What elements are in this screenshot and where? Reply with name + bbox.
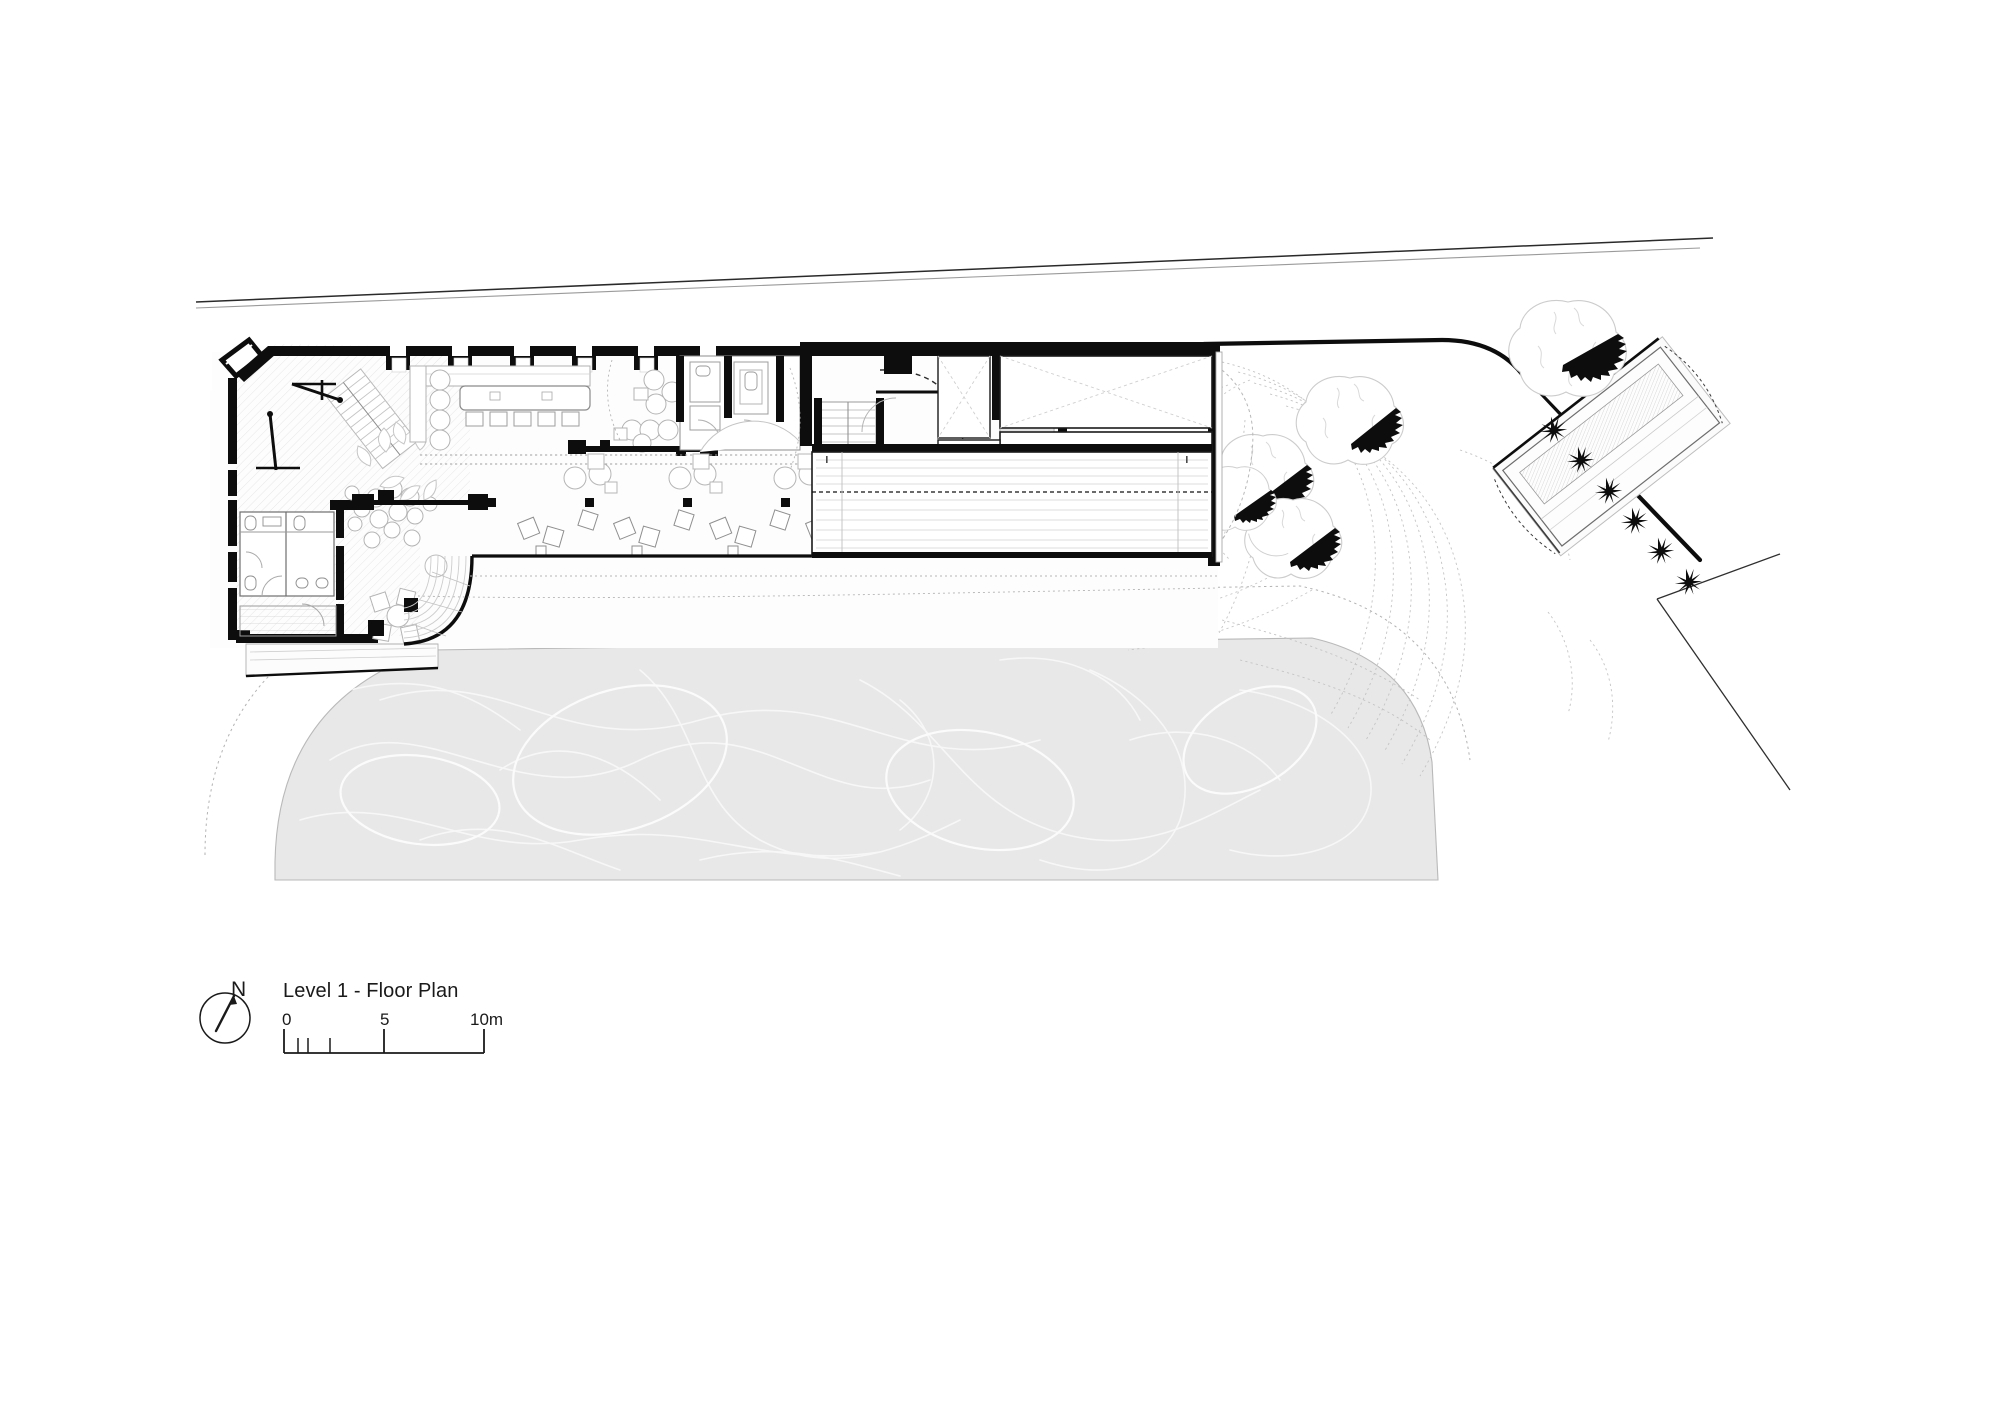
- path-planting-markers: [1539, 416, 1703, 595]
- service-kitchen-central: [676, 355, 801, 453]
- entry-steps-south: [245, 643, 439, 678]
- setout-dotted-lines: [417, 359, 1219, 599]
- west-partitions: [256, 380, 336, 470]
- back-of-house-east: [800, 342, 1220, 566]
- service-room-a: [937, 355, 991, 439]
- tree-cluster-north: [1508, 300, 1627, 397]
- site-boundary-east: [1656, 553, 1791, 791]
- east-edge-railing: [1215, 351, 1254, 563]
- dining-wall-stubs: [352, 440, 718, 510]
- north-arrow: [199, 992, 251, 1044]
- scale-tick-0: 0: [282, 1010, 292, 1029]
- north-arrow-label: N: [231, 978, 247, 1001]
- pool-pavilion: [1492, 336, 1731, 557]
- scale-bar: [283, 1029, 485, 1054]
- banquette-west: [409, 365, 451, 451]
- restrooms-west: [239, 511, 335, 597]
- west-corridor-walls: [330, 500, 354, 638]
- service-room-southwest: [239, 603, 337, 637]
- beach-sand-area: [204, 585, 1471, 881]
- sand-swirl-texture: [299, 657, 1372, 877]
- scale-tick-10: 10m: [470, 1010, 504, 1029]
- plan-title: Level 1 - Floor Plan: [283, 980, 459, 1002]
- terrace-deck-east: [811, 451, 1213, 558]
- service-room-b: [999, 355, 1213, 429]
- lounge-cluster-central: [613, 369, 683, 453]
- communal-table-north: [459, 385, 591, 427]
- tree-cluster-central: [1211, 375, 1405, 579]
- scale-tick-5: 5: [380, 1010, 390, 1029]
- road-edge-north: [195, 237, 1714, 309]
